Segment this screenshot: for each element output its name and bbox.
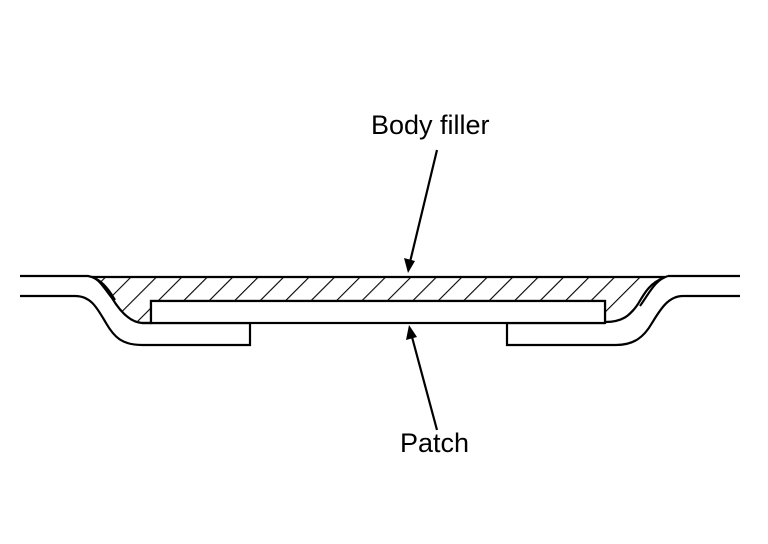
- outer-panel-curve-right: [639, 274, 669, 307]
- patch: [149, 299, 607, 325]
- outer-panel-top-left: [20, 274, 116, 301]
- outer-panel-bottom-right: [505, 294, 740, 347]
- patch-label: Patch: [400, 428, 470, 458]
- body-filler-leader: [408, 149, 439, 263]
- patch-leader: [410, 336, 439, 431]
- outer-panel-bottom-left: [20, 294, 252, 347]
- patch-arrowhead: [406, 325, 417, 340]
- body-filler-label: Body filler: [371, 110, 490, 140]
- body-filler-arrowhead: [404, 258, 415, 273]
